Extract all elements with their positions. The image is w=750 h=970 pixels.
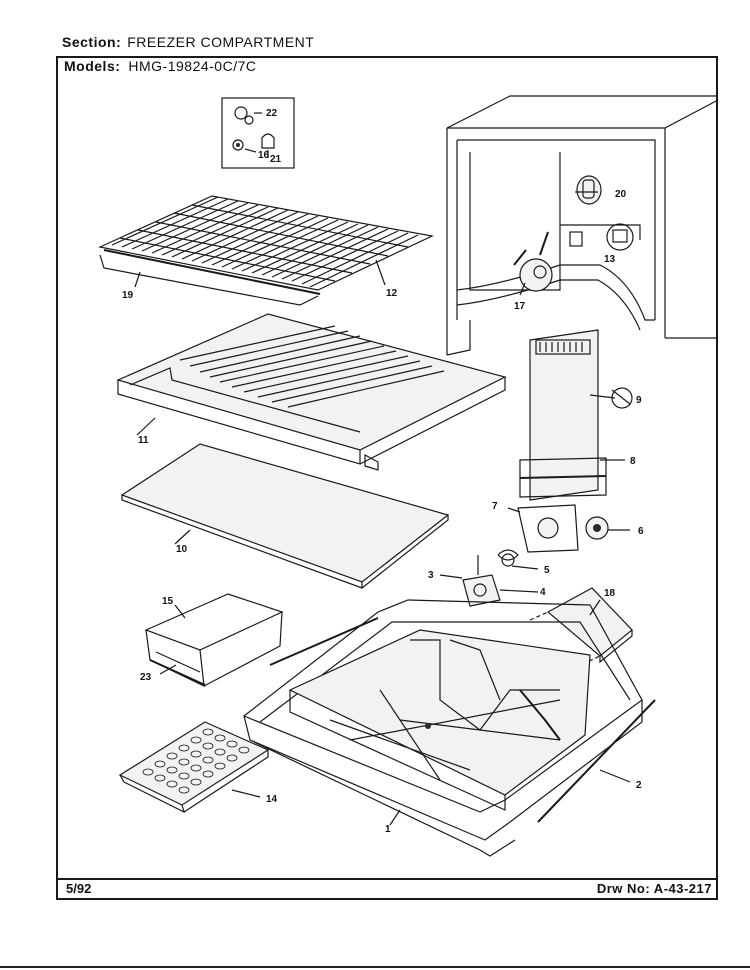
callout-9: 9 xyxy=(636,395,642,406)
callout-13: 13 xyxy=(604,254,616,265)
callout-leaders xyxy=(134,191,631,826)
section-heading: Section: FREEZER COMPARTMENT xyxy=(62,34,314,50)
models-label: Models: xyxy=(64,58,121,74)
freezer-floor-liner xyxy=(242,599,656,857)
callout-1: 1 xyxy=(385,824,391,835)
callout-16: 16 xyxy=(258,150,270,161)
callout-4: 4 xyxy=(540,587,546,598)
cabinet-interior xyxy=(446,95,719,356)
ice-cube-tray xyxy=(118,721,270,814)
callout-22: 22 xyxy=(266,108,278,119)
drawing-frame xyxy=(56,56,718,900)
freezer-panel xyxy=(120,443,450,589)
callout-15: 15 xyxy=(162,596,174,607)
callout-labels: 22 16 21 20 13 17 19 12 9 8 11 7 6 10 5 … xyxy=(122,108,644,835)
drawing-number: Drw No: A-43-217 xyxy=(596,881,712,896)
callout-20: 20 xyxy=(615,189,627,200)
small-parts-group xyxy=(221,97,295,169)
callout-12: 12 xyxy=(386,288,398,299)
callout-11: 11 xyxy=(138,435,149,446)
models-heading: Models: HMG-19824-0C/7C xyxy=(64,58,257,74)
evaporator-duct xyxy=(519,329,633,501)
shelf-cover xyxy=(116,313,507,471)
callout-10: 10 xyxy=(176,544,188,555)
models-value: HMG-19824-0C/7C xyxy=(128,58,257,74)
callout-14: 14 xyxy=(266,794,278,805)
section-value: FREEZER COMPARTMENT xyxy=(127,34,315,50)
callout-18: 18 xyxy=(604,588,616,599)
callout-8: 8 xyxy=(630,456,636,467)
callout-19: 19 xyxy=(122,290,134,301)
footer-divider xyxy=(56,878,718,880)
callout-21: 21 xyxy=(270,154,282,165)
page-bottom-rule xyxy=(0,966,750,968)
callout-7: 7 xyxy=(492,501,498,512)
freezer-bin xyxy=(144,593,284,688)
revision-date: 5/92 xyxy=(66,881,92,896)
wire-shelf xyxy=(98,195,434,306)
callout-5: 5 xyxy=(544,565,550,576)
callout-3: 3 xyxy=(428,570,434,581)
section-label: Section: xyxy=(62,34,122,50)
callout-23: 23 xyxy=(140,672,152,683)
callout-17: 17 xyxy=(514,301,526,312)
fan-motor-assembly xyxy=(462,504,609,607)
callout-6: 6 xyxy=(638,526,644,537)
callout-2: 2 xyxy=(636,780,642,791)
